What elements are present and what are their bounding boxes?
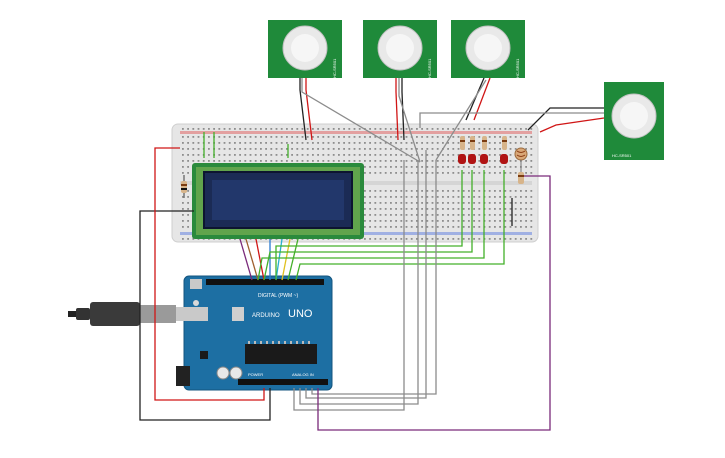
usb-cable-icon — [68, 302, 208, 326]
pir-1-label: HC-SR501 — [332, 58, 337, 78]
resistor-icon — [181, 175, 187, 198]
resistor-band — [482, 140, 487, 142]
arduino-uno-label: UNO — [288, 308, 313, 320]
resistor-icon — [502, 136, 507, 150]
resistor-icon — [482, 136, 487, 150]
led-icon — [480, 154, 488, 164]
pir-3-label: HC-SR501 — [515, 58, 520, 78]
pir-sensor-3: HC-SR501 — [451, 20, 525, 78]
resistor-icon — [460, 136, 465, 150]
pir-4-label: HC-SR501 — [612, 153, 632, 158]
pir-2-label: HC-SR501 — [427, 58, 432, 78]
pir-sensor-4: HC-SR501 — [604, 82, 664, 160]
resistor-band — [470, 140, 475, 142]
arduino-uno-board: UNO ARDUINO DIGITAL (PWM ~) POWER ANALOG… — [176, 275, 333, 391]
lcd-display-icon — [192, 163, 364, 239]
led-icon — [458, 154, 466, 164]
led-icon — [500, 154, 508, 164]
arduino-digital-label: DIGITAL (PWM ~) — [258, 293, 298, 299]
arduino-power-label: POWER — [248, 372, 263, 377]
resistor-band — [460, 140, 465, 142]
photoresistor-icon — [514, 147, 528, 184]
pir-sensor-1: HC-SR501 — [268, 20, 342, 78]
resistor-band — [502, 140, 507, 142]
led-icon — [468, 154, 476, 164]
led-group — [458, 136, 508, 164]
arduino-analog-label: ANALOG IN — [292, 372, 314, 377]
resistor-icon — [470, 136, 475, 150]
arduino-brand-label: ARDUINO — [252, 313, 280, 319]
wires — [139, 77, 605, 431]
pir-sensor-2: HC-SR501 — [363, 20, 437, 78]
